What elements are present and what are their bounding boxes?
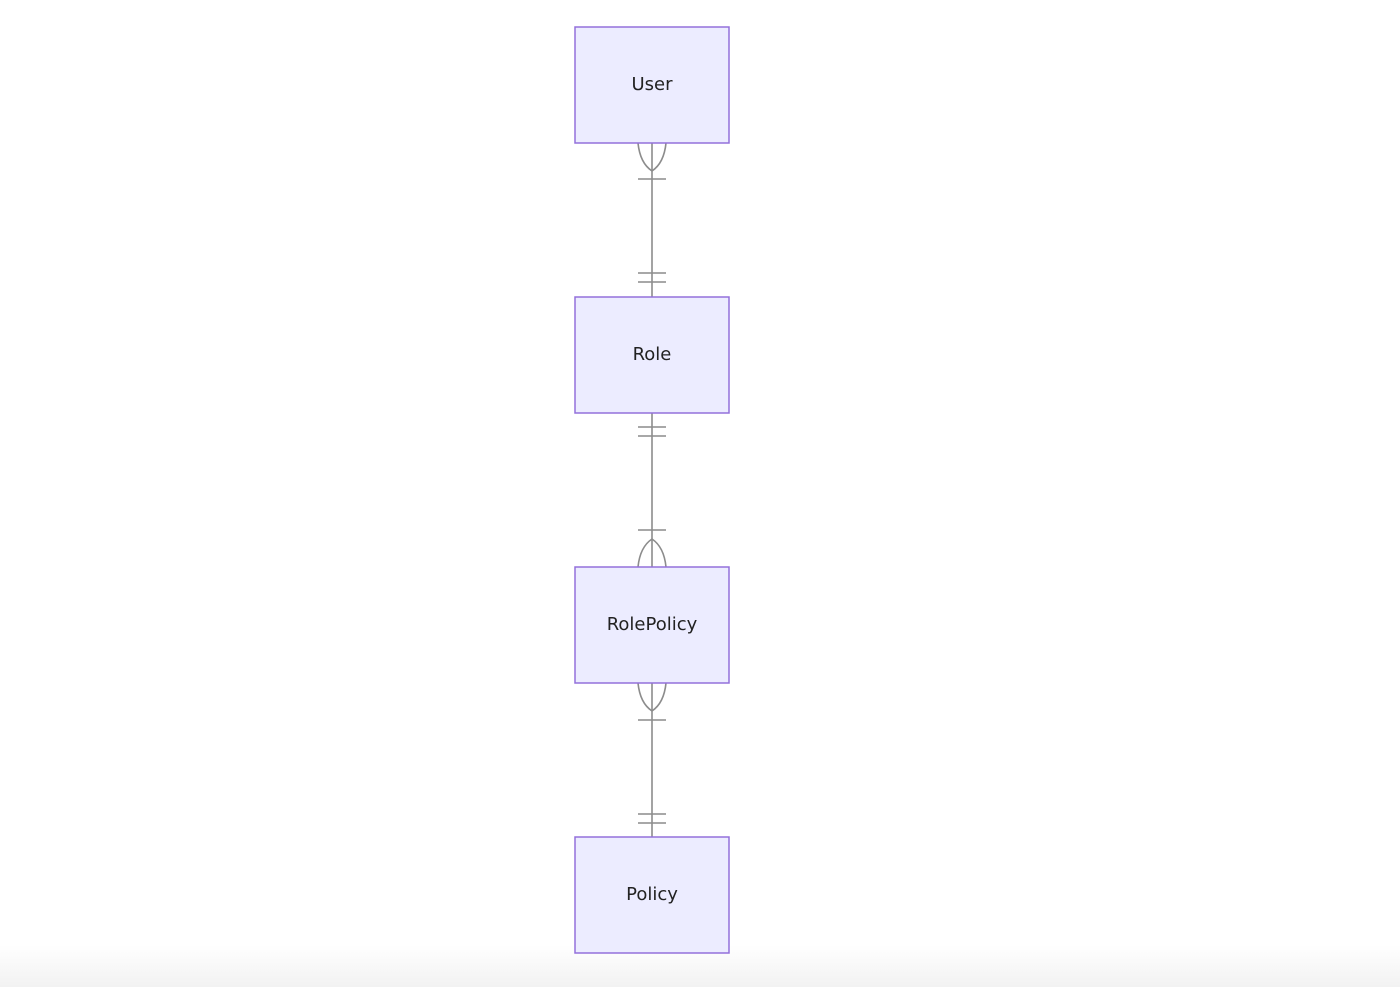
- relationship-role-rolepolicy: [637, 413, 667, 568]
- entity-user[interactable]: User: [574, 26, 730, 144]
- entity-policy[interactable]: Policy: [574, 836, 730, 954]
- relationship-rolepolicy-policy: [637, 682, 667, 837]
- crows-foot-icon: [637, 142, 667, 172]
- crows-foot-icon: [637, 538, 667, 568]
- relationship-user-role: [637, 142, 667, 297]
- entity-label: Role: [633, 344, 672, 365]
- entity-label: User: [631, 74, 673, 95]
- entity-role[interactable]: Role: [574, 296, 730, 414]
- entity-rolepolicy[interactable]: RolePolicy: [574, 566, 730, 684]
- crows-foot-icon: [637, 682, 667, 712]
- entity-label: Policy: [626, 884, 678, 905]
- entity-label: RolePolicy: [607, 614, 698, 635]
